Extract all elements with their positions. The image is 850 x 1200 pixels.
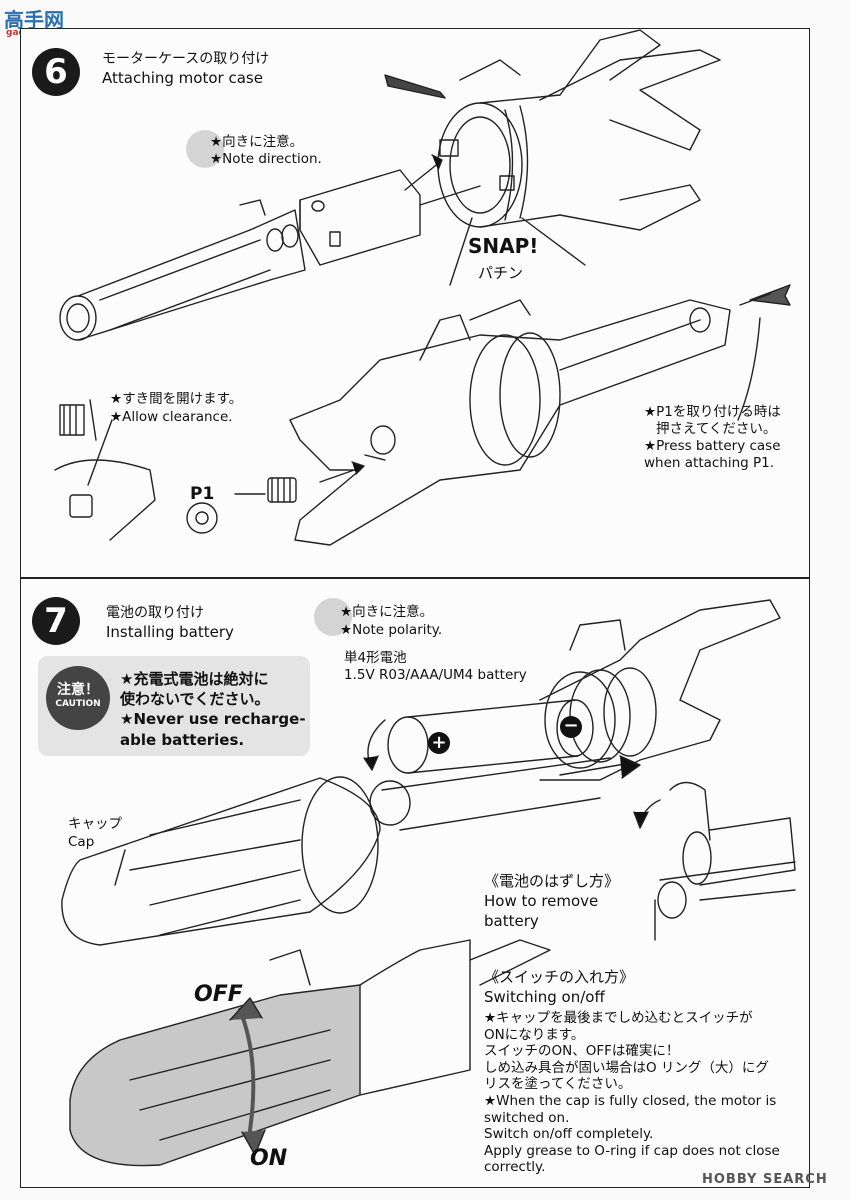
switch-note-line: スイッチのON、OFFは確実に！ bbox=[484, 1043, 680, 1060]
step-7-number: 7 bbox=[32, 597, 80, 645]
caution-jp-1: ★充電式電池は絶対に bbox=[120, 670, 269, 688]
switch-note-line: switched on. bbox=[484, 1109, 570, 1126]
off-label: OFF bbox=[194, 982, 243, 1007]
battery-holder-drawing bbox=[369, 599, 781, 831]
p1-gear-topview bbox=[186, 502, 218, 534]
polarity-burst-icon bbox=[314, 598, 352, 636]
caution-en-1: ★Never use recharge- bbox=[120, 710, 306, 728]
screwdriver-drawing bbox=[384, 74, 446, 99]
aaa-battery-drawing bbox=[387, 699, 594, 774]
clearance-note-en: ★Allow clearance. bbox=[110, 409, 233, 425]
step-6-title-jp: モーターケースの取り付け bbox=[102, 51, 270, 67]
clearance-detail-drawing bbox=[54, 399, 156, 541]
switch-note-line: correctly. bbox=[484, 1159, 546, 1176]
remove-battery-en-2: battery bbox=[484, 912, 539, 930]
switch-note-line: リスを塗ってください。 bbox=[484, 1076, 632, 1093]
note-burst-icon bbox=[186, 130, 224, 168]
step-7-title-jp: 電池の取り付け bbox=[106, 605, 204, 621]
caution-en-2: able batteries. bbox=[120, 731, 245, 749]
switch-title-en: Switching on/off bbox=[484, 988, 605, 1006]
plus-terminal-icon: + bbox=[428, 732, 450, 754]
remove-battery-en-1: How to remove bbox=[484, 892, 599, 910]
motor-drawing bbox=[59, 169, 421, 341]
note-direction-jp: ★向きに注意。 bbox=[210, 134, 304, 150]
switch-note-line: ★キャップを最後までしめ込むとスイッチが bbox=[484, 1010, 753, 1026]
press-note-en-1: ★Press battery case bbox=[644, 438, 781, 454]
hobby-search-watermark: HOBBY SEARCH bbox=[702, 1172, 828, 1187]
pinion-gear-drawing bbox=[267, 477, 297, 503]
switch-note-line: ★When the cap is fully closed, the motor… bbox=[484, 1092, 777, 1109]
press-note-jp-1: ★P1を取り付ける時は bbox=[644, 404, 781, 420]
p1-label: P1 bbox=[190, 484, 215, 504]
polarity-note-jp: ★向きに注意。 bbox=[340, 604, 434, 620]
remove-battery-title-jp: 《電池のはずし方》 bbox=[484, 872, 620, 890]
polarity-note-en: ★Note polarity. bbox=[340, 622, 443, 638]
cap-label-jp: キャップ bbox=[68, 816, 122, 832]
step-6-number: 6 bbox=[32, 48, 80, 96]
switch-notes: ★キャップを最後までしめ込むとスイッチが ONになります。 スイッチのON、OF… bbox=[484, 1010, 780, 1176]
cap-label-en: Cap bbox=[68, 834, 95, 850]
minus-terminal-icon: − bbox=[560, 716, 582, 738]
caution-badge-icon: 注意！ CAUTION bbox=[46, 666, 110, 730]
battery-type-en: 1.5V R03/AAA/UM4 battery bbox=[344, 667, 527, 683]
switch-note-line: Switch on/off completely. bbox=[484, 1126, 654, 1143]
step-6-title-en: Attaching motor case bbox=[102, 69, 263, 87]
caution-jp-2: 使わないでください。 bbox=[120, 690, 270, 708]
switch-note-line: Apply grease to O-ring if cap does not c… bbox=[484, 1142, 780, 1159]
cap-drawing bbox=[61, 776, 381, 946]
press-note-en-2: when attaching P1. bbox=[644, 455, 775, 471]
press-arrow-icon bbox=[749, 284, 791, 306]
clearance-note-jp: ★すき間を開けます。 bbox=[110, 391, 243, 407]
snap-label-jp: パチン bbox=[478, 264, 524, 282]
caution-badge-jp: 注意！ bbox=[57, 682, 99, 698]
switch-title-jp: 《スイッチの入れ方》 bbox=[484, 968, 635, 986]
snap-label: SNAP! bbox=[468, 234, 539, 258]
step-7-title-en: Installing battery bbox=[106, 623, 234, 641]
switch-cap-drawing bbox=[69, 939, 551, 1167]
battery-type-jp: 単4形電池 bbox=[344, 650, 407, 666]
press-note-jp-2: 押さえてください。 bbox=[656, 421, 777, 437]
caution-badge-en: CAUTION bbox=[55, 699, 101, 709]
remove-battery-drawing bbox=[633, 781, 796, 941]
note-direction-en: ★Note direction. bbox=[210, 151, 322, 167]
switch-note-line: ONになります。 bbox=[484, 1026, 585, 1043]
switch-note-line: しめ込み具合が固い場合はO リング（大）にグ bbox=[484, 1059, 769, 1076]
on-label: ON bbox=[250, 1146, 288, 1171]
motor-case-drawing bbox=[437, 29, 721, 231]
